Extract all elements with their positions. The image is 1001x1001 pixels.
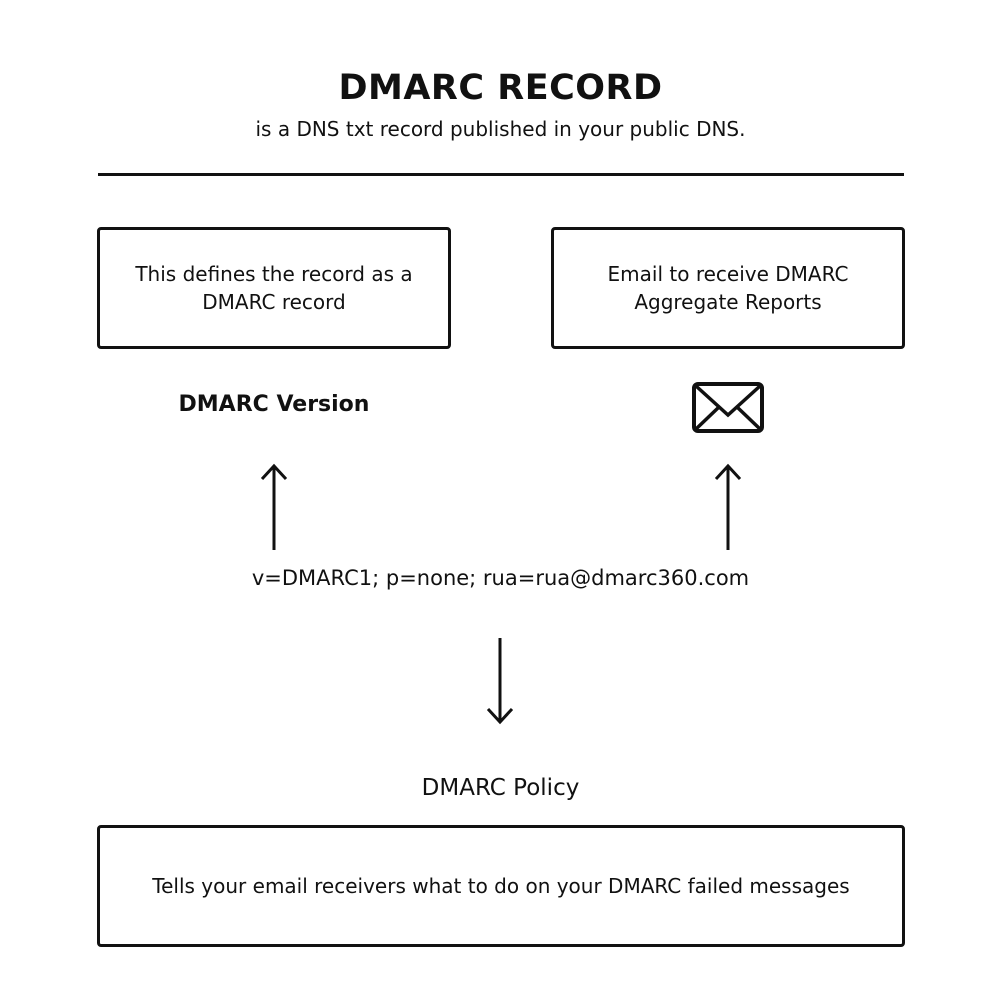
diagram-title: DMARC RECORD [338,68,663,108]
title-divider [98,173,904,176]
arrow-up-icon [261,463,287,550]
dmarc-policy-label: DMARC Policy [421,775,580,801]
dmarc-policy-box: Tells your email receivers what to do on… [97,825,905,947]
envelope-icon [692,382,764,433]
aggregate-reports-box: Email to receive DMARC Aggregate Reports [551,227,905,349]
dmarc-version-description: This defines the record as a DMARC recor… [135,262,413,314]
arrow-up-icon [715,463,741,550]
dmarc-record-string: v=DMARC1; p=none; rua=rua@dmarc360.com [251,566,750,590]
arrow-down-icon [487,638,513,725]
diagram-subtitle: is a DNS txt record published in your pu… [255,117,746,141]
dmarc-version-box: This defines the record as a DMARC recor… [97,227,451,349]
aggregate-reports-description: Email to receive DMARC Aggregate Reports [607,262,849,314]
dmarc-policy-description: Tells your email receivers what to do on… [152,874,850,898]
dmarc-version-label: DMARC Version [178,392,370,417]
